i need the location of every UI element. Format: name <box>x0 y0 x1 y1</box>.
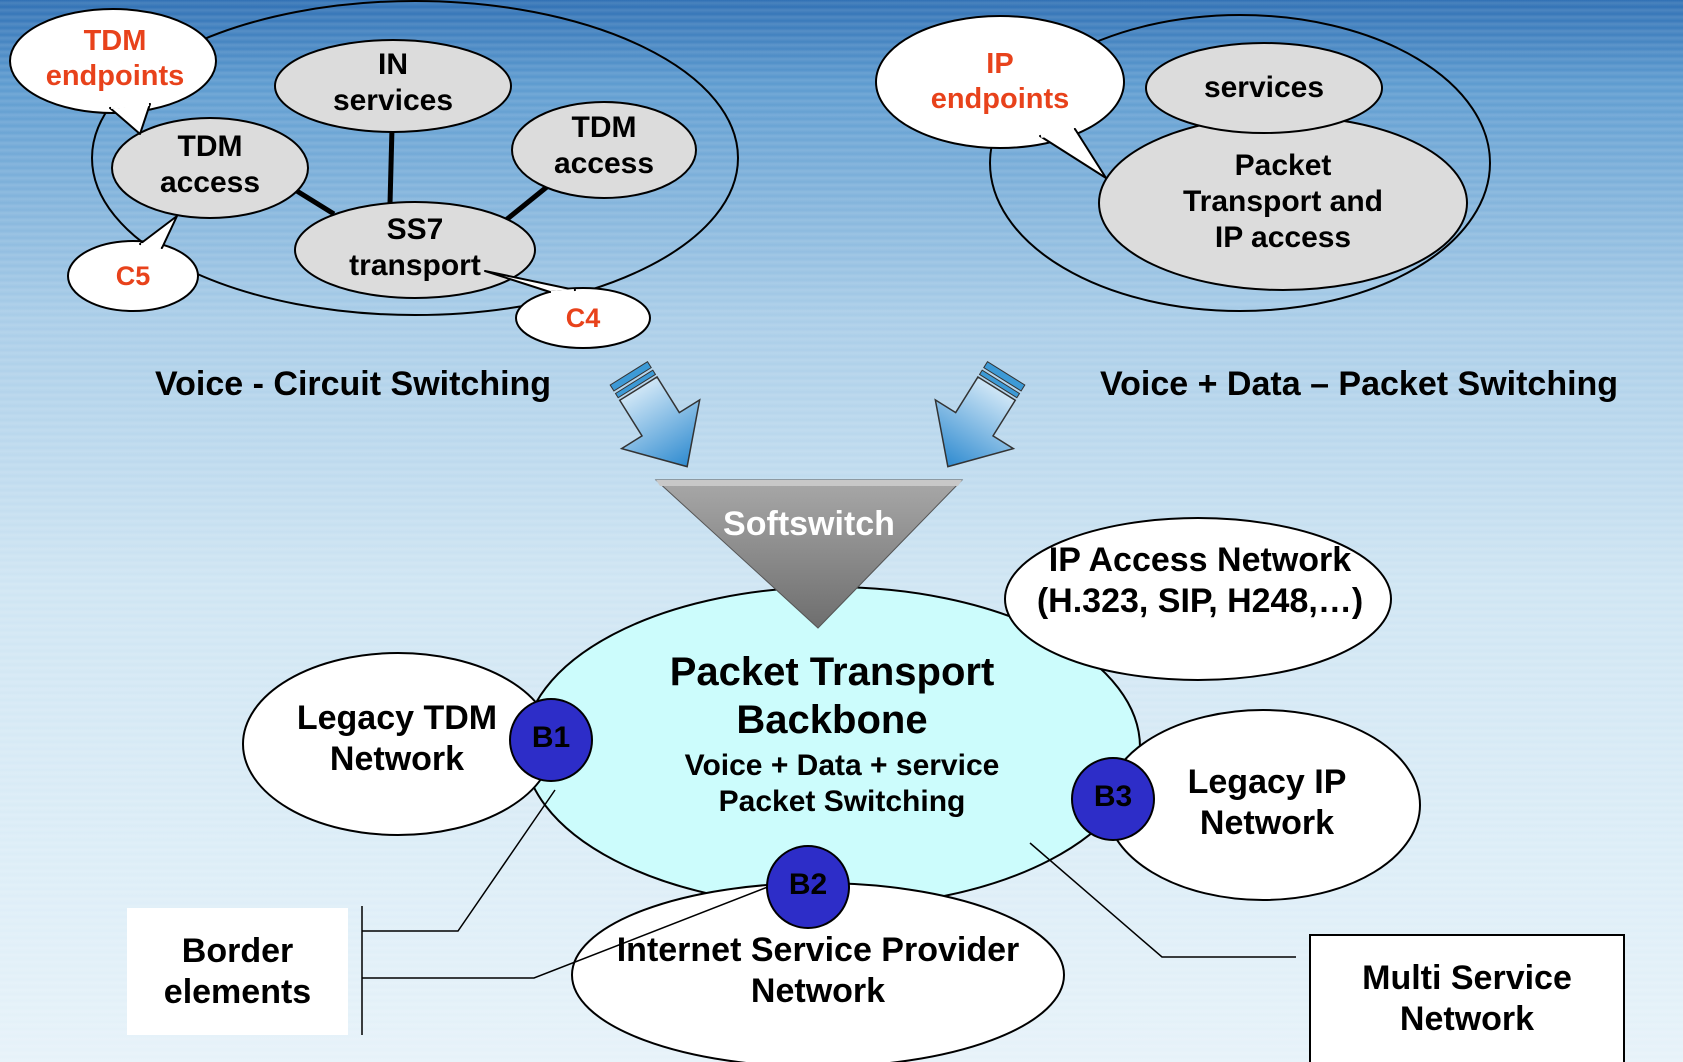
callout-line-b1 <box>362 789 556 932</box>
border-elements-label: Border elements <box>163 931 312 1011</box>
arrow-circuit-to-softswitch <box>609 361 701 468</box>
tdm-access-right-label: TDM access <box>553 111 655 180</box>
multi-service-callout: Multi Service Network <box>1309 934 1625 1062</box>
tdm-access-right-node <box>511 101 697 199</box>
in-services-node <box>274 39 512 133</box>
ip-endpoints-bubble-tail <box>1039 128 1107 179</box>
packet-transport-label: Packet Transport and IP access <box>1182 149 1384 254</box>
link-tdm-ss7 <box>290 185 336 217</box>
border-point-b1 <box>509 698 593 782</box>
border-point-b2 <box>766 845 850 929</box>
softswitch-top-edge <box>656 480 962 486</box>
border-point-b3 <box>1071 757 1155 841</box>
c5-label: C5 <box>115 261 151 291</box>
services-node <box>1145 42 1383 134</box>
packet-domain-ellipse <box>989 14 1491 312</box>
ip-endpoints-bubble-shape <box>875 15 1125 149</box>
c4-bubble-shape <box>515 287 651 349</box>
tdm-access-left-label: TDM access <box>159 130 261 199</box>
c5-bubble-tail <box>139 215 178 249</box>
ip-access-network-node <box>1004 517 1392 681</box>
legacy-ip-network-label: Legacy IP Network <box>1187 763 1347 842</box>
isp-network-label: Internet Service Provider Network <box>616 931 1020 1010</box>
circuit-domain-ellipse <box>91 0 739 316</box>
link-in-ss7 <box>387 127 395 205</box>
backbone-title: Packet Transport Backbone <box>669 650 995 742</box>
callout-line-b2 <box>362 880 784 979</box>
ip-access-network-label: IP Access Network (H.323, SIP, H248,…) <box>1036 541 1364 620</box>
c5-bubble-shape <box>67 240 199 312</box>
c4-label: C4 <box>565 303 601 333</box>
in-services-label: IN services <box>332 48 454 117</box>
border-point-b2-label: B2 <box>788 868 828 901</box>
legacy-tdm-network-label: Legacy TDM Network <box>296 699 498 778</box>
tdm-endpoints-label: TDM endpoints <box>45 25 185 92</box>
border-elements-callout: Border elements <box>127 908 348 1035</box>
arrow-packet-to-softswitch <box>934 361 1026 468</box>
ss7-transport-label: SS7 transport <box>349 213 481 282</box>
callout-line-multi-service <box>1029 842 1296 958</box>
border-point-b3-label: B3 <box>1093 780 1133 813</box>
softswitch-label: Softswitch <box>723 505 895 543</box>
link-tdm2-ss7 <box>504 184 550 222</box>
packet-switching-caption: Voice + Data – Packet Switching <box>1100 365 1619 403</box>
backbone-subtitle: Voice + Data + service Packet Switching <box>684 749 1000 818</box>
circuit-switching-caption: Voice - Circuit Switching <box>155 365 552 403</box>
services-label: services <box>1203 71 1325 104</box>
ip-endpoints-label: IP endpoints <box>930 48 1070 115</box>
tdm-endpoints-bubble-shape <box>9 8 217 114</box>
ss7-transport-node <box>294 201 536 299</box>
border-point-b1-label: B1 <box>531 721 571 754</box>
multi-service-label: Multi Service Network <box>1362 959 1572 1038</box>
tdm-access-left-node <box>111 117 309 219</box>
